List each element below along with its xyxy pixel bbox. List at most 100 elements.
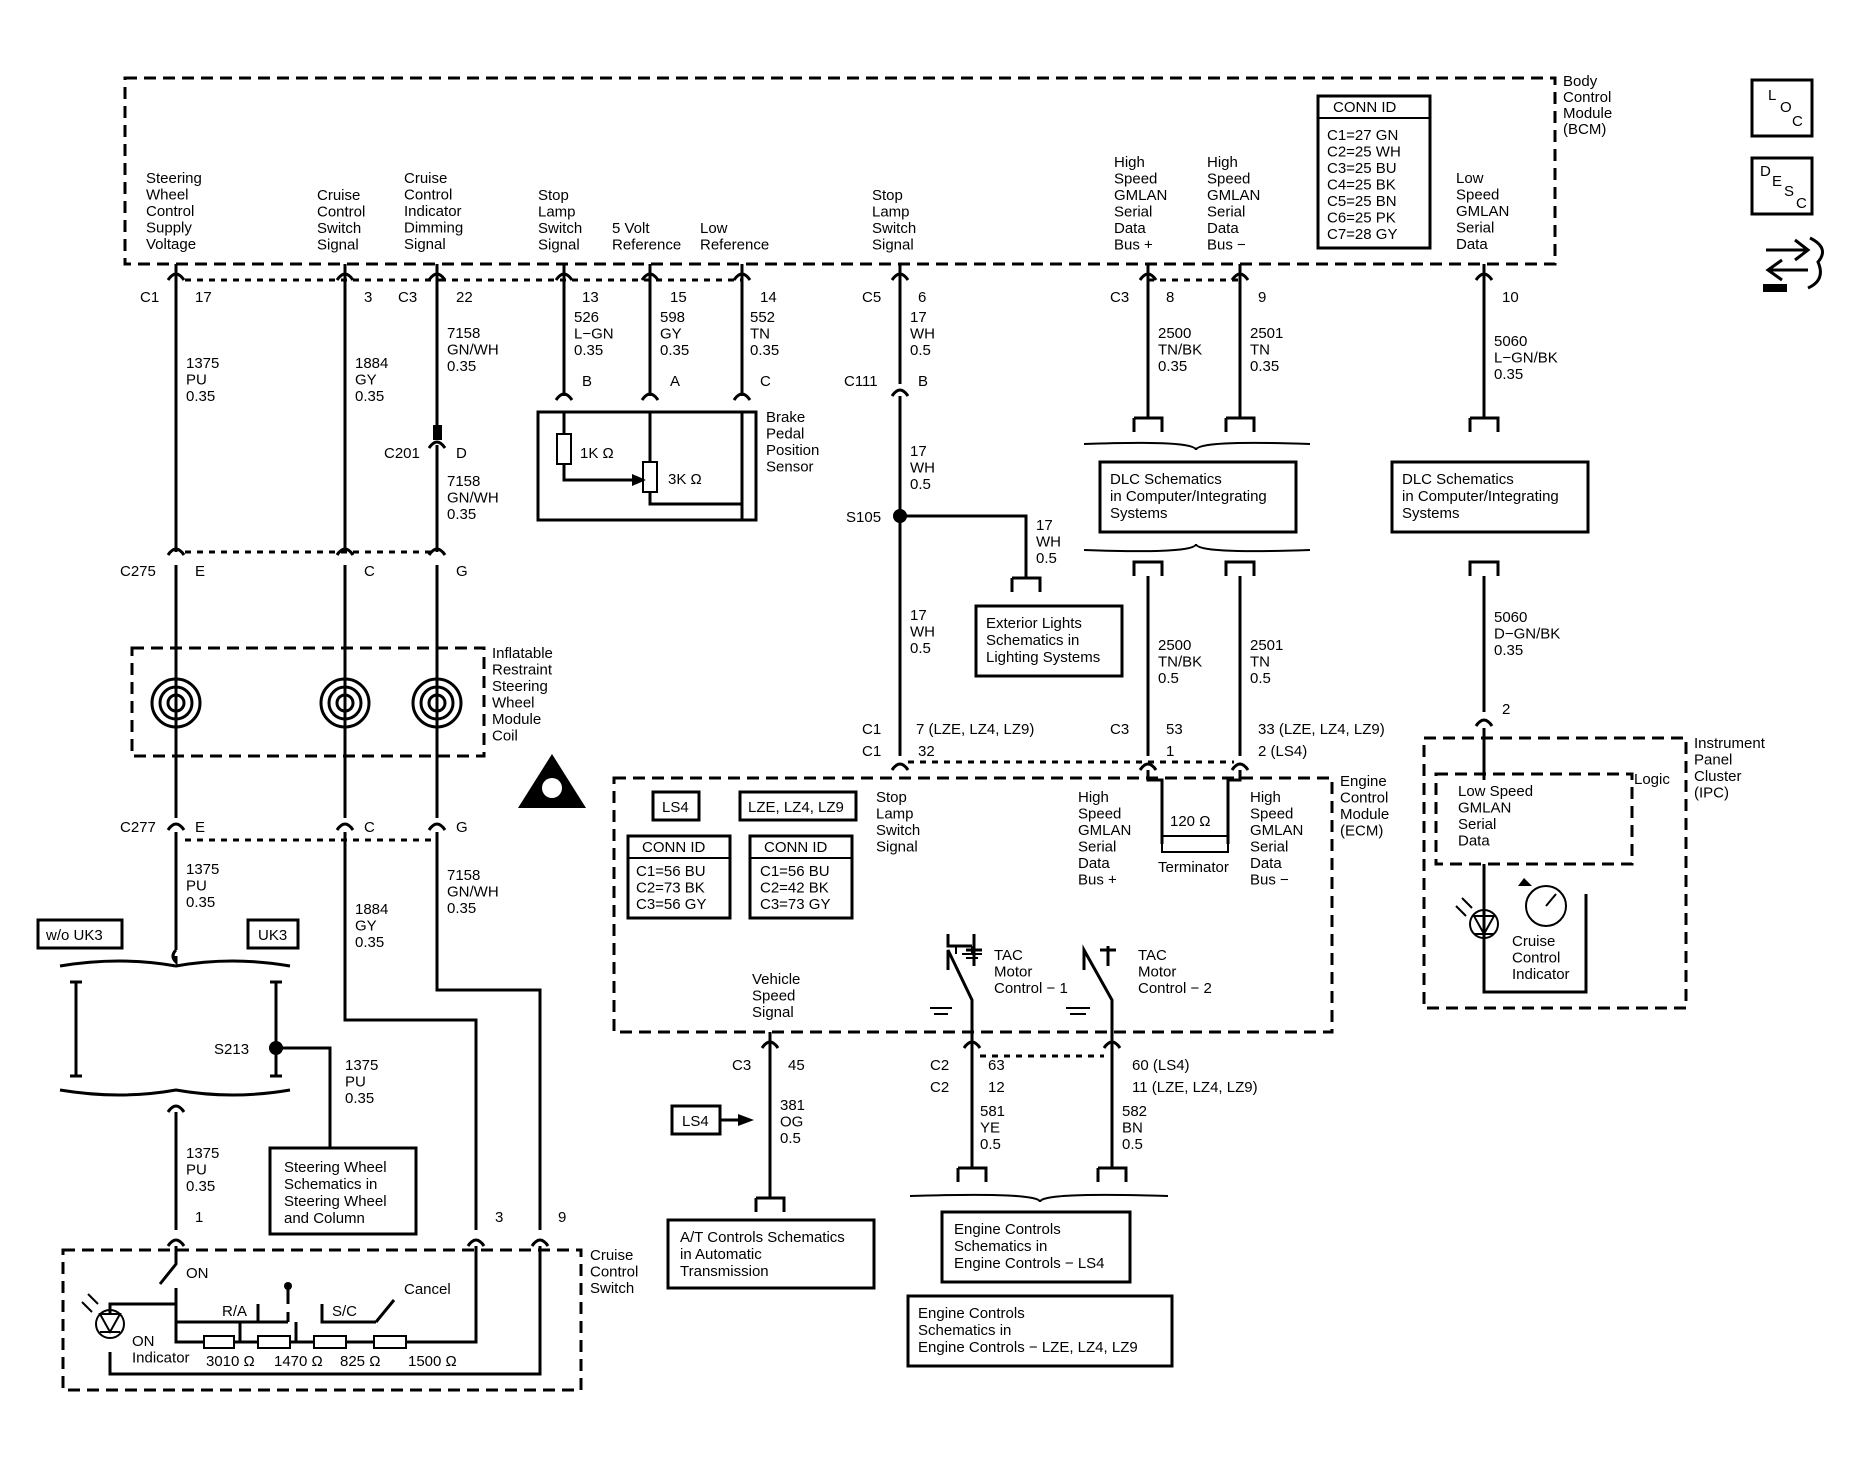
loc-icon[interactable]: L O C <box>1750 78 1814 138</box>
text-line: Serial <box>1456 220 1494 237</box>
text-line: Speed <box>1456 187 1499 204</box>
text-line: 0.35 <box>574 342 603 359</box>
resistor-1k: 1K Ω <box>580 445 614 462</box>
text-line: (IPC) <box>1694 785 1729 802</box>
text-line: Systems <box>1110 505 1168 522</box>
text-line: Stop <box>872 187 903 204</box>
text-line: 0.5 <box>910 640 931 657</box>
text-line: 2500 <box>1158 325 1191 342</box>
text-line: C5=25 BN <box>1327 193 1397 210</box>
text-line: C7=28 GY <box>1327 226 1397 243</box>
text-line: Low <box>1456 170 1484 187</box>
coil-spiral-icon <box>150 677 463 729</box>
text-line: 0.35 <box>1250 358 1279 375</box>
pin-g-2: G <box>456 819 468 836</box>
conn-c3-vss: C3 <box>732 1057 751 1074</box>
resistor-1500: 1500 Ω <box>408 1353 457 1370</box>
wire-dimming-signal <box>427 264 542 1230</box>
text-line: Pedal <box>766 426 804 443</box>
text-line: Serial <box>1078 839 1116 856</box>
text-line: Systems <box>1402 505 1460 522</box>
navigate-arrows-icon[interactable] <box>1763 236 1824 292</box>
ipc-logic: Logic <box>1634 771 1670 788</box>
pin-1-ecm: 1 <box>1166 743 1174 760</box>
terminator-label: Terminator <box>1158 859 1229 876</box>
text-line: Transmission <box>680 1263 769 1280</box>
text-line: Engine <box>1340 773 1387 790</box>
pin-9: 9 <box>1258 289 1266 306</box>
text-line: 7158 <box>447 473 480 490</box>
text-line: C1=56 BU <box>636 863 706 880</box>
text-line: 0.35 <box>1494 366 1523 383</box>
pin-9-ccs: 9 <box>558 1209 566 1226</box>
text-line: Switch <box>876 822 920 839</box>
text-line: Instrument <box>1694 735 1766 752</box>
text-line: Voltage <box>146 236 196 253</box>
text-line: TN/BK <box>1158 342 1202 359</box>
text-line: Speed <box>1078 806 1121 823</box>
text-line: GY <box>355 918 377 935</box>
text-line: Vehicle <box>752 971 800 988</box>
text-line: TN/BK <box>1158 654 1202 671</box>
conn-c2-a: C2 <box>930 1057 949 1074</box>
text-line: High <box>1078 789 1109 806</box>
conn-c3: C3 <box>398 289 417 306</box>
text-line: Wheel <box>492 695 535 712</box>
text-line: Signal <box>538 237 580 254</box>
text-line: Sensor <box>766 459 814 476</box>
text-line: 0.5 <box>1036 550 1057 567</box>
text-line: 17 <box>1036 517 1053 534</box>
svg-text:UK3: UK3 <box>258 927 287 944</box>
desc-icon[interactable]: D E S C <box>1750 156 1814 216</box>
text-line: Bus + <box>1078 872 1117 889</box>
conn-c1: C1 <box>140 289 159 306</box>
text-line: Lighting Systems <box>986 649 1100 666</box>
text-line: C4=25 BK <box>1327 177 1396 194</box>
svg-text:L: L <box>1768 87 1776 104</box>
resistor-825: 825 Ω <box>340 1353 380 1370</box>
text-line: DLC Schematics <box>1110 471 1222 488</box>
text-line: 1375 <box>186 861 219 878</box>
text-line: Reference <box>612 237 681 254</box>
svg-text:w/o UK3: w/o UK3 <box>45 927 103 944</box>
text-line: Data <box>1207 220 1239 237</box>
text-line: 7158 <box>447 325 480 342</box>
text-line: GN/WH <box>447 884 499 901</box>
text-line: Low Speed <box>1458 783 1533 800</box>
svg-text:LS4: LS4 <box>682 1113 709 1130</box>
text-line: 1375 <box>186 355 219 372</box>
svg-text:CONN ID: CONN ID <box>642 839 706 856</box>
text-line: Module <box>1563 105 1612 122</box>
pin-14: 14 <box>760 289 777 306</box>
pin-1-ccs: 1 <box>195 1209 203 1226</box>
text-line: Switch <box>317 220 361 237</box>
text-line: Data <box>1078 855 1110 872</box>
text-line: Serial <box>1250 839 1288 856</box>
